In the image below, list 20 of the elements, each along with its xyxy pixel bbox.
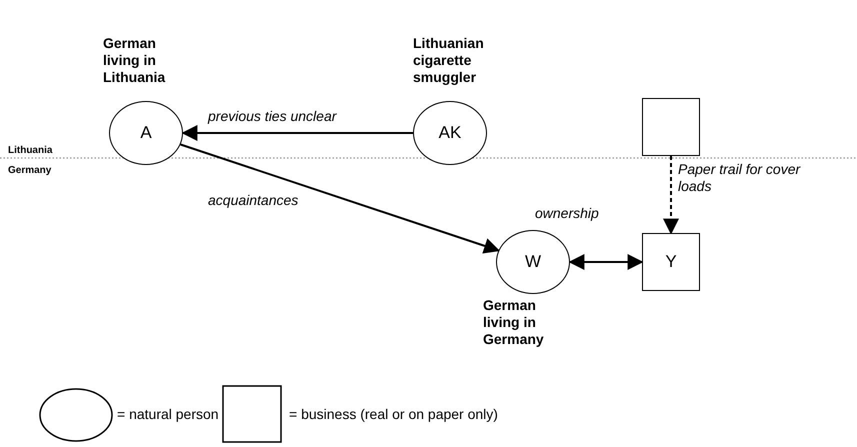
edge-label: ownership	[533, 205, 601, 222]
node-caption: German living in Germany	[483, 297, 545, 348]
edge-label: acquaintances	[206, 192, 300, 209]
node-label: Y	[665, 251, 677, 274]
legend-text: = natural person	[117, 406, 219, 423]
business-box	[642, 98, 700, 156]
node-caption: German living in Lithuania	[103, 35, 166, 86]
arrow	[568, 254, 644, 270]
business-box	[642, 233, 700, 291]
edge-label: previous ties unclear	[206, 108, 338, 125]
arrow	[180, 144, 500, 254]
node-label: AK	[438, 122, 462, 144]
arrow	[181, 125, 413, 141]
legend-text: = business (real or on paper only)	[289, 406, 498, 423]
node-label: A	[140, 122, 152, 144]
region-label: Lithuania	[8, 145, 52, 157]
region-label: Germany	[8, 165, 52, 177]
node-label: W	[524, 251, 542, 274]
node-caption: Lithuanian cigarette smuggler	[413, 35, 485, 86]
arrow	[663, 156, 679, 235]
